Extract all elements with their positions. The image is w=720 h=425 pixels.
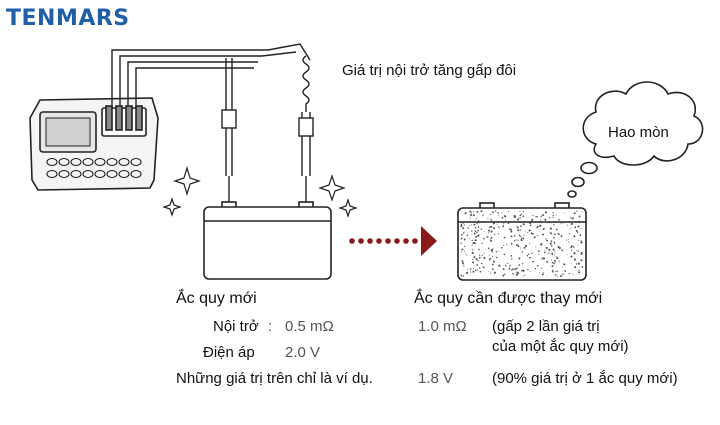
replace-internal-resistance-note-line2: của một ắc quy mới) [492, 338, 629, 355]
new-battery-illustration [203, 201, 332, 280]
test-leads [111, 43, 314, 204]
replace-voltage-value: 1.8 V [418, 370, 454, 387]
worn-battery-illustration [457, 202, 587, 281]
voltage-label: Điện áp [203, 344, 255, 361]
thought-bubble-cloud-icon [567, 81, 704, 198]
double-resistance-note: Giá trị nội trở tăng gấp đôi [342, 62, 517, 79]
example-disclaimer: Những giá trị trên chỉ là ví dụ. [176, 370, 373, 387]
new-internal-resistance-value: 0.5 mΩ [285, 318, 334, 335]
sparkle-icons [162, 165, 358, 218]
transition-arrow [349, 226, 437, 256]
new-voltage-value: 2.0 V [285, 344, 321, 361]
internal-resistance-label: Nội trở [213, 318, 259, 335]
new-battery-title: Ắc quy mới [176, 290, 257, 307]
thought-bubble-label: Hao mòn [608, 124, 669, 141]
brand-logo: TENMARS [6, 6, 130, 31]
replace-internal-resistance-value: 1.0 mΩ [418, 318, 467, 335]
replace-internal-resistance-note: (gấp 2 lần giá trị [492, 318, 600, 335]
internal-resistance-separator: : [268, 318, 273, 335]
battery-tester-device [29, 97, 159, 191]
replace-voltage-note: (90% giá trị ở 1 ắc quy mới) [492, 370, 678, 387]
replace-battery-title: Ắc quy cần được thay mới [414, 290, 603, 307]
